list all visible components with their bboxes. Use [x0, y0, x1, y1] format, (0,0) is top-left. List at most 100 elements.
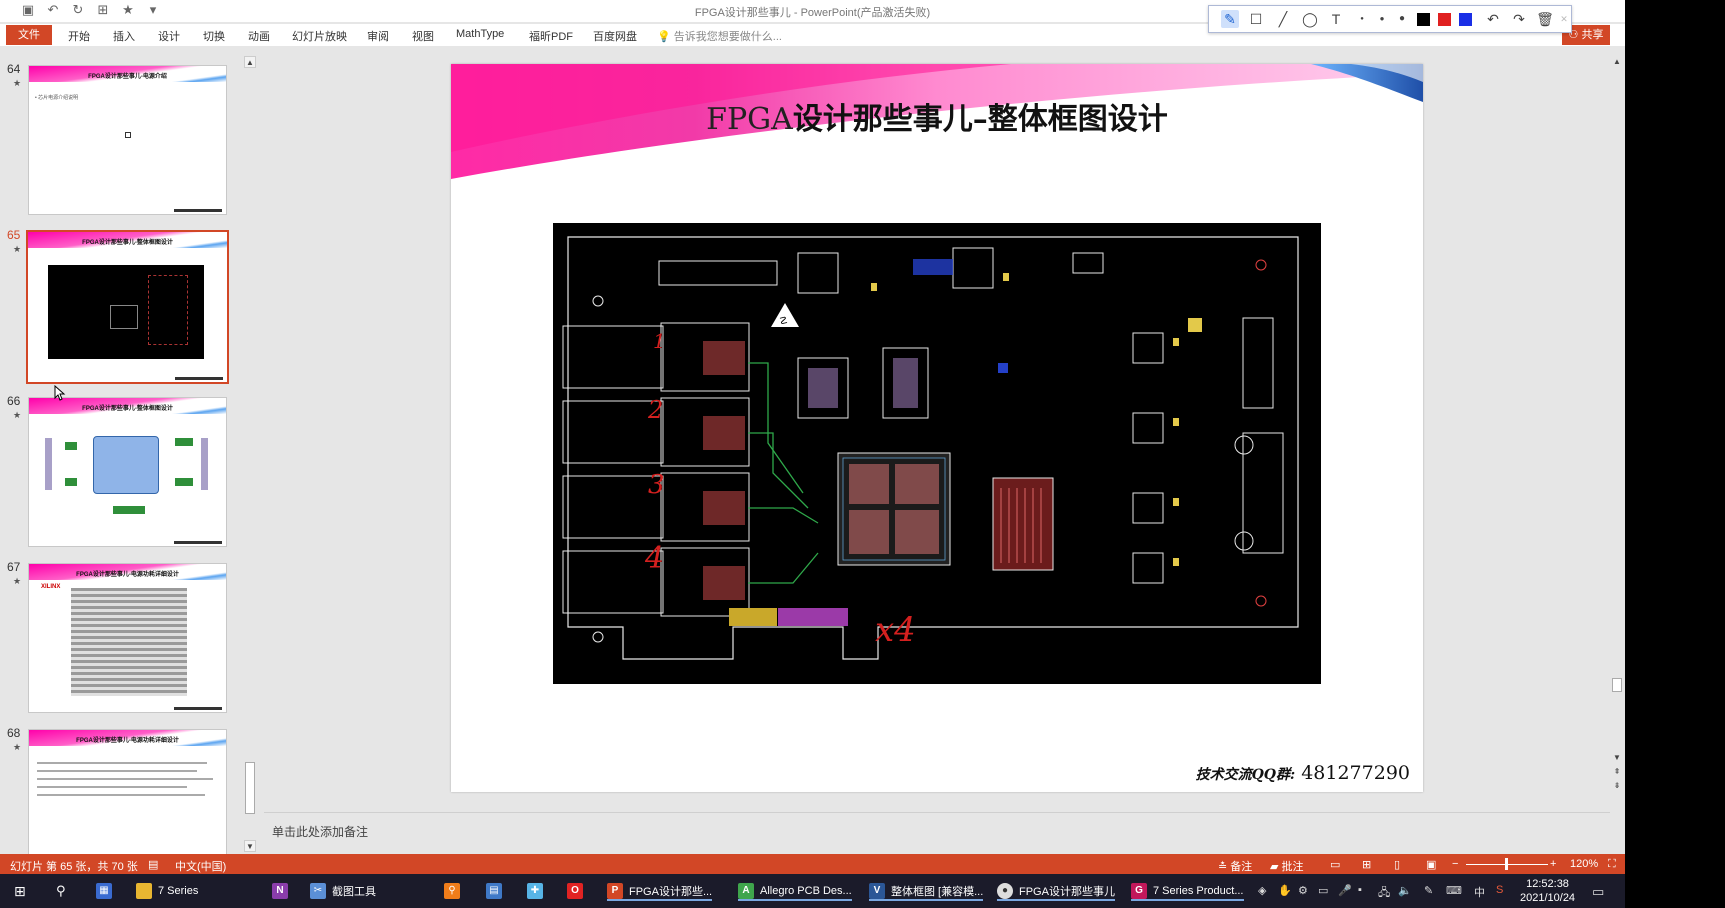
customize-qat-icon[interactable]: ▾	[149, 2, 157, 17]
prev-slide-icon[interactable]: ⇞	[1613, 767, 1621, 776]
taskbar-item-browser[interactable]: ●FPGA设计那些事儿	[997, 883, 1115, 901]
thumbnail-slide-67[interactable]: FPGA设计那些事儿-电源功耗详细设计 XILINX	[28, 563, 227, 713]
redo-icon[interactable]: ↷	[1513, 11, 1525, 27]
onenote-icon: N	[272, 883, 288, 899]
annotation-3: 3	[648, 470, 665, 500]
taskbar-item-7-series[interactable]: 7 Series	[136, 883, 198, 899]
tab-design[interactable]: 设计	[158, 31, 180, 43]
store-icon[interactable]: ▦	[96, 883, 112, 899]
save-icon[interactable]: ▣	[21, 2, 35, 17]
taskbar-item-calculator[interactable]: ▤	[486, 883, 502, 899]
tab-home[interactable]: 开始	[68, 31, 90, 43]
notes-pane[interactable]: 单击此处添加备注	[264, 812, 1624, 854]
undo-icon[interactable]: ↶	[1487, 11, 1499, 27]
slide-sorter-icon[interactable]: ⊞	[1362, 859, 1372, 871]
star-icon[interactable]: ★	[122, 2, 134, 17]
tray-icon-gear[interactable]: ⚙	[1298, 885, 1308, 897]
tab-slideshow[interactable]: 幻灯片放映	[292, 31, 347, 43]
zoom-out-icon[interactable]: −	[1452, 858, 1459, 870]
tab-foxit-pdf[interactable]: 福昕PDF	[529, 31, 573, 43]
present-icon[interactable]: ⊞	[97, 2, 109, 17]
share-button[interactable]: ⚇ 共享	[1562, 25, 1610, 45]
search-icon[interactable]: ⚲	[56, 883, 66, 898]
fit-to-window-icon[interactable]: ⛶	[1608, 858, 1616, 870]
tab-transitions[interactable]: 切换	[203, 31, 225, 43]
system-clock[interactable]: 12:52:38 2021/10/24	[1520, 878, 1576, 904]
taskbar-item-onenote[interactable]: N	[272, 883, 288, 899]
tab-insert[interactable]: 插入	[113, 31, 135, 43]
network-icon[interactable]: 🖧	[1378, 887, 1391, 899]
thumbnail-slide-66[interactable]: FPGA设计那些事儿-整体框图设计	[28, 397, 227, 547]
slide-counter: 幻灯片 第 65 张，共 70 张	[10, 861, 138, 873]
ime-indicator[interactable]: 中	[1474, 887, 1485, 899]
spellcheck-icon[interactable]: ▤	[148, 859, 159, 871]
scroll-down-icon[interactable]: ▼	[244, 840, 256, 852]
scroll-thumb[interactable]	[245, 762, 255, 814]
dot-medium-icon[interactable]: ●	[1379, 14, 1385, 23]
notes-toggle[interactable]: ≛ 备注	[1218, 861, 1253, 873]
tab-view[interactable]: 视图	[412, 31, 434, 43]
slideshow-icon[interactable]: ▣	[1426, 859, 1437, 871]
tab-animations[interactable]: 动画	[248, 31, 270, 43]
pcb-layout-image[interactable]: ☡ 1 2 3 4 x4	[553, 223, 1321, 684]
tray-icon-mic[interactable]: 🎤	[1338, 885, 1352, 897]
zoom-slider-knob[interactable]	[1505, 858, 1508, 870]
tab-review[interactable]: 审阅	[367, 31, 389, 43]
redo-icon[interactable]: ↻	[72, 2, 84, 17]
dot-large-icon[interactable]: ●	[1398, 13, 1406, 24]
tray-icon-battery[interactable]: ▭	[1318, 885, 1329, 897]
ellipse-icon[interactable]: ◯	[1302, 11, 1318, 27]
taskbar-item-puzzle[interactable]: ✚	[527, 883, 543, 899]
tab-file[interactable]: 文件	[6, 25, 52, 45]
language-indicator[interactable]: 中文(中国)	[175, 861, 227, 873]
reading-view-icon[interactable]: ▯	[1394, 859, 1401, 871]
pen-tray-icon[interactable]: ✎	[1424, 885, 1434, 897]
undo-icon[interactable]: ↶	[47, 2, 59, 17]
tray-icon-shield[interactable]: ◈	[1258, 885, 1267, 897]
trash-icon[interactable]: 🗑	[1536, 11, 1554, 27]
search-tool-icon: ⚲	[444, 883, 460, 899]
taskbar-item-search-tool[interactable]: ⚲	[444, 883, 460, 899]
zoom-level[interactable]: 120%	[1570, 858, 1599, 870]
dot-small-icon[interactable]: ●	[1360, 16, 1364, 22]
thumbnail-scrollbar[interactable]: ▲ ▼	[244, 54, 256, 854]
volume-icon[interactable]: 🔈	[1398, 885, 1412, 897]
tab-baidu-netdisk[interactable]: 百度网盘	[593, 31, 637, 43]
text-icon[interactable]: T	[1331, 11, 1341, 27]
color-swatch-blue[interactable]	[1459, 13, 1472, 26]
windows-start-icon[interactable]: ⊞	[14, 883, 26, 899]
pen-icon[interactable]: ✎	[1221, 10, 1239, 28]
thumbnail-slide-65[interactable]: FPGA设计那些事儿-整体框图设计	[26, 230, 229, 384]
color-swatch-red[interactable]	[1438, 13, 1451, 26]
close-icon[interactable]: ✕	[1560, 14, 1568, 24]
comments-toggle[interactable]: ▰ 批注	[1270, 861, 1304, 873]
thumbnail-slide-64[interactable]: FPGA设计那些事儿-电源介绍 • 芯片电源介绍说明	[28, 65, 227, 215]
scroll-thumb[interactable]	[1612, 678, 1622, 692]
tell-me-box[interactable]: 💡 告诉我您想要做什么...	[657, 31, 782, 43]
line-icon[interactable]: ╱	[1278, 11, 1288, 27]
keyboard-icon[interactable]: ⌨	[1446, 885, 1462, 897]
notifications-icon[interactable]: ▭	[1592, 884, 1605, 899]
next-slide-icon[interactable]: ⇟	[1613, 781, 1621, 790]
taskbar-item-snipping-tool[interactable]: ✂截图工具	[310, 883, 376, 899]
rectangle-icon[interactable]: ☐	[1249, 11, 1263, 27]
tray-icon-app[interactable]: ▪	[1358, 884, 1362, 896]
scroll-up-icon[interactable]: ▲	[1613, 57, 1621, 66]
zoom-in-icon[interactable]: +	[1550, 858, 1557, 870]
slide-title[interactable]: FPGA设计那些事儿–整体框图设计	[706, 102, 1168, 137]
sogou-ime-icon[interactable]: S	[1496, 884, 1504, 896]
color-swatch-black[interactable]	[1417, 13, 1430, 26]
tray-icon-hand[interactable]: ✋	[1278, 885, 1292, 897]
scroll-down-icon[interactable]: ▼	[1613, 753, 1621, 762]
slide-scrollbar[interactable]: ▲ ▼ ⇞ ⇟	[1610, 54, 1624, 854]
taskbar-item-opera[interactable]: O	[567, 883, 583, 899]
scroll-up-icon[interactable]: ▲	[244, 56, 256, 68]
tab-mathtype[interactable]: MathType	[456, 28, 505, 40]
animation-star-icon: ★	[13, 78, 22, 88]
slide-canvas[interactable]: FPGA设计那些事儿–整体框图设计	[451, 64, 1423, 792]
normal-view-icon[interactable]: ▭	[1330, 859, 1341, 871]
